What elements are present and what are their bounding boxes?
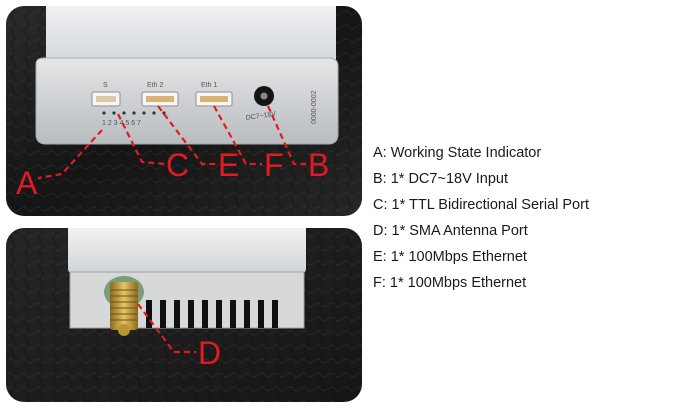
serial-port bbox=[91, 91, 121, 107]
legend-item-e: E: 1* 100Mbps Ethernet bbox=[373, 249, 527, 265]
callout-c: C bbox=[166, 147, 189, 183]
port-label-s: S bbox=[103, 82, 108, 89]
legend-item-f: F: 1* 100Mbps Ethernet bbox=[373, 275, 527, 291]
callout-d: D bbox=[198, 335, 221, 371]
power-label: DC7~18V bbox=[245, 111, 277, 122]
device-top-surface bbox=[46, 6, 336, 66]
device-front-photo: S Eth 2 Eth 1 DC7~18V 0000-0002 bbox=[6, 6, 362, 216]
legend-item-c: C: 1* TTL Bidirectional Serial Port bbox=[373, 197, 589, 213]
serial-number-label: 0000-0002 bbox=[311, 90, 318, 124]
device-front-face bbox=[35, 57, 339, 145]
callout-lines bbox=[37, 105, 306, 180]
sma-antenna-connector bbox=[104, 276, 144, 336]
callout-a: A bbox=[16, 165, 38, 201]
device-front-illustration: S Eth 2 Eth 1 DC7~18V 0000-0002 bbox=[6, 6, 362, 216]
eth2-port bbox=[141, 91, 179, 107]
callout-b: B bbox=[308, 147, 329, 183]
callout-line-d bbox=[137, 303, 196, 354]
device-side-illustration: D bbox=[6, 228, 362, 402]
port-legend: A: Working State Indicator B: 1* DC7~18V… bbox=[373, 143, 673, 299]
device-top-surface bbox=[68, 228, 306, 274]
device-side-face bbox=[69, 271, 305, 329]
callout-f: F bbox=[264, 147, 284, 183]
device-side-photo: D bbox=[6, 228, 362, 402]
legend-item-d: D: 1* SMA Antenna Port bbox=[373, 223, 528, 239]
heat-sink-fins bbox=[146, 300, 278, 328]
eth1-port bbox=[195, 91, 233, 107]
working-state-led-row bbox=[102, 111, 166, 115]
callout-e: E bbox=[218, 147, 239, 183]
port-label-eth2: Eth 2 bbox=[147, 82, 163, 89]
port-label-eth1: Eth 1 bbox=[201, 82, 217, 89]
legend-item-b: B: 1* DC7~18V Input bbox=[373, 171, 509, 187]
dc-power-jack bbox=[254, 86, 274, 106]
legend-item-a: A: Working State Indicator bbox=[373, 145, 542, 161]
led-number-labels: 1 2 3 4 5 6 7 bbox=[102, 120, 141, 127]
